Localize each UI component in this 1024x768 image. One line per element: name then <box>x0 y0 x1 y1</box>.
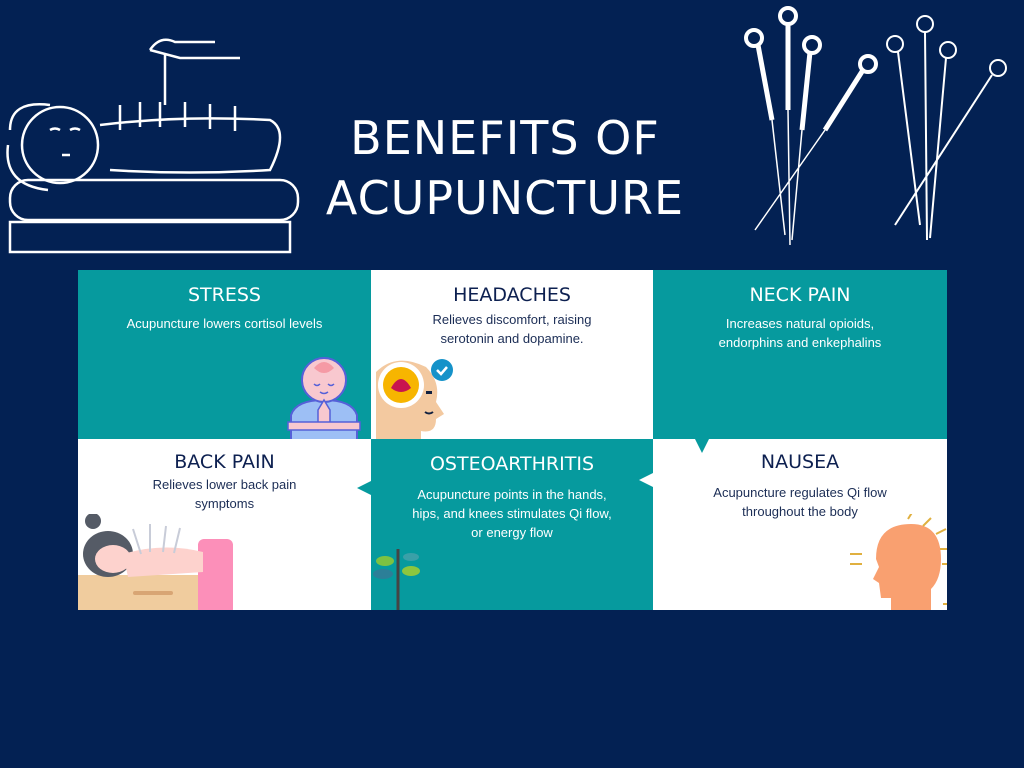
pointer-notch <box>357 481 371 495</box>
benefit-stress: STRESS Acupuncture lowers cortisol level… <box>78 270 371 439</box>
title-line-1: BENEFITS OF <box>350 111 660 165</box>
back-acupuncture-icon <box>78 514 233 610</box>
head-needles-icon <box>850 514 947 610</box>
benefit-nausea: NAUSEA Acupuncture regulates Qi flow thr… <box>653 439 947 610</box>
meditating-person-icon <box>287 357 361 439</box>
benefit-heading: OSTEOARTHRITIS <box>429 453 595 475</box>
benefit-heading: STRESS <box>188 284 261 306</box>
benefit-heading: BACK PAIN <box>174 451 275 473</box>
page-title: BENEFITS OF ACUPUNCTURE <box>300 108 710 228</box>
pointer-notch <box>695 439 709 453</box>
benefit-heading: NECK PAIN <box>749 284 851 306</box>
benefit-text: Relieves discomfort, raising serotonin a… <box>432 312 592 346</box>
benefit-text: Acupuncture points in the hands, hips, a… <box>412 487 612 540</box>
benefit-back-pain: BACK PAIN Relieves lower back pain sympt… <box>78 439 371 610</box>
title-line-2: ACUPUNCTURE <box>325 171 685 225</box>
benefit-osteoarthritis: OSTEOARTHRITIS Acupuncture points in the… <box>371 439 653 610</box>
benefit-text: Acupuncture regulates Qi flow throughout… <box>713 485 887 519</box>
head-lotus-icon <box>376 359 453 439</box>
needles-illustration <box>744 6 1007 246</box>
benefit-heading: NAUSEA <box>760 451 840 473</box>
plant-icon <box>373 549 420 610</box>
benefit-neck-pain: NECK PAIN Increases natural opioids, end… <box>653 270 947 439</box>
benefits-grid: STRESS Acupuncture lowers cortisol level… <box>78 270 947 610</box>
pointer-notch <box>639 473 653 487</box>
benefit-headaches: HEADACHES Relieves discomfort, raising s… <box>371 270 653 439</box>
benefit-text: Relieves lower back pain symptoms <box>152 477 297 511</box>
patient-acupuncture-illustration <box>6 38 300 254</box>
benefit-heading: HEADACHES <box>453 284 571 306</box>
benefit-text: Acupuncture lowers cortisol levels <box>126 316 323 331</box>
benefit-text: Increases natural opioids, endorphins an… <box>718 316 882 350</box>
